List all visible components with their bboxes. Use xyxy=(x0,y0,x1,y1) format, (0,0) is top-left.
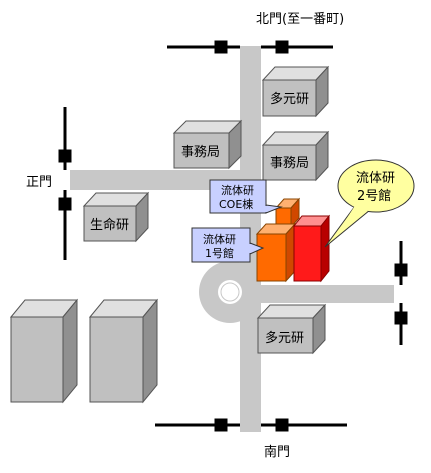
building-jimu-left: 事務局 xyxy=(172,119,243,170)
building-1gokan xyxy=(255,222,297,283)
label-tagen-bottom: 多元研 xyxy=(265,330,304,346)
building-coe xyxy=(274,197,301,229)
label-tagen-top: 多元研 xyxy=(270,91,309,107)
building-jimu-right: 事務局 xyxy=(261,130,330,182)
east-gate-barrier xyxy=(394,241,408,345)
label-seimei: 生命研 xyxy=(90,217,129,233)
callout-2gokan: 流体研 2号館 xyxy=(324,159,415,248)
label-jimu-left: 事務局 xyxy=(181,145,220,160)
building-tagen-bottom: 多元研 xyxy=(256,303,327,355)
building-seimei: 生命研 xyxy=(82,191,150,243)
roundabout-island xyxy=(220,282,240,302)
callout-1gokan-line2: 1号館 xyxy=(205,246,234,260)
callout-1gokan: 流体研 1号館 xyxy=(191,227,265,263)
large-building-right xyxy=(88,298,159,404)
building-tagen-top: 多元研 xyxy=(261,65,330,118)
label-jimu-right: 事務局 xyxy=(270,156,309,171)
building-2gokan xyxy=(292,214,331,283)
south-gate-barrier xyxy=(155,418,347,432)
roads xyxy=(70,46,394,432)
gate-label-main: 正門 xyxy=(26,175,52,190)
large-building-left xyxy=(9,298,79,404)
callout-1gokan-line1: 流体研 xyxy=(203,232,236,246)
callout-2gokan-line1: 流体研 xyxy=(356,171,395,186)
callout-coe-line1: 流体研 xyxy=(221,183,254,197)
callout-coe: 流体研 COE棟 xyxy=(209,179,283,214)
north-gate-barrier xyxy=(167,40,333,54)
gate-label-south: 南門 xyxy=(264,444,290,460)
road-east xyxy=(240,285,394,303)
gate-label-north: 北門(至一番町) xyxy=(256,12,344,27)
callout-coe-line2: COE棟 xyxy=(219,197,253,211)
road-west xyxy=(70,170,245,190)
callout-2gokan-line2: 2号館 xyxy=(357,189,391,204)
main-gate-barrier xyxy=(58,107,72,260)
